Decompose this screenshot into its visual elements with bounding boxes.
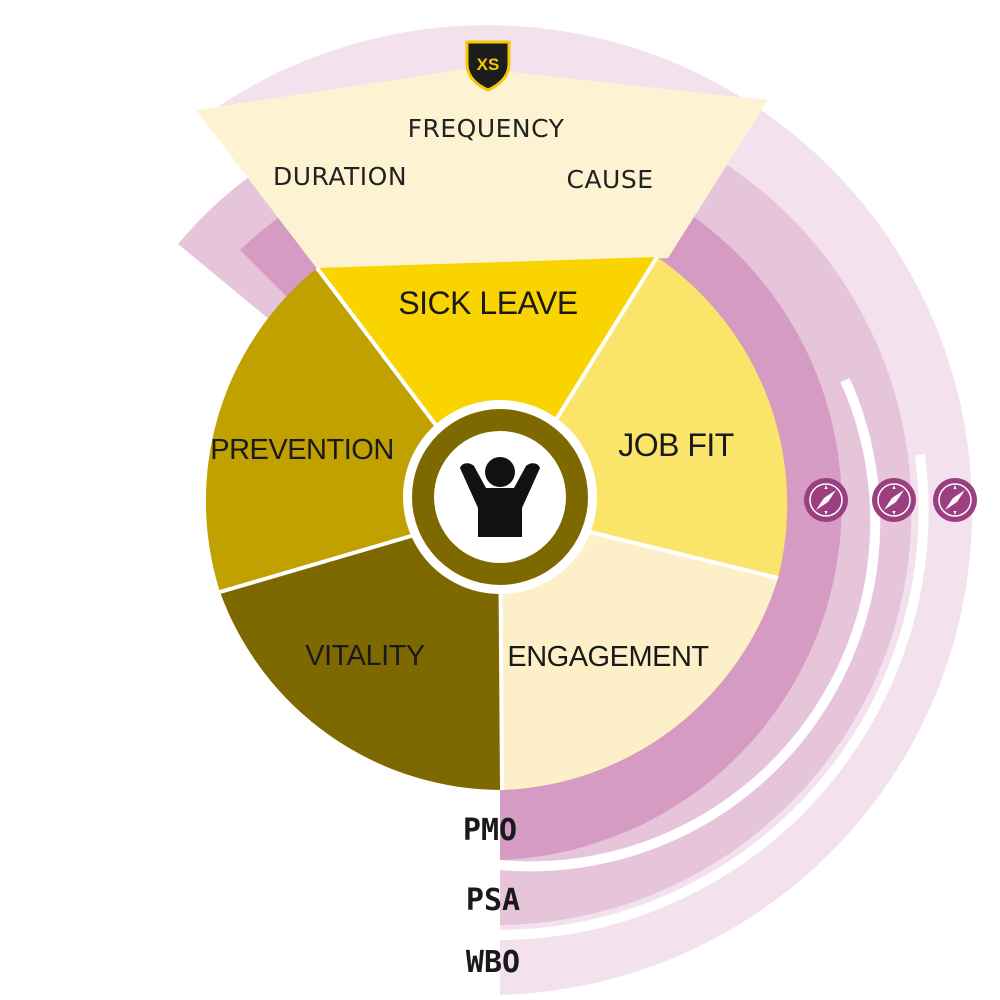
ring-psa-wbo-divider [499, 454, 929, 940]
compass-icon [933, 478, 977, 522]
compass-icon [804, 478, 848, 522]
label-pmo: PMO [463, 813, 517, 848]
label-sick-leave: SICK LEAVE [398, 285, 577, 321]
label-frequency: FREQUENCY [408, 114, 565, 143]
label-vitality: VITALITY [305, 640, 425, 672]
label-job-fit: JOB FIT [618, 427, 734, 463]
badge-text: XS [477, 55, 500, 74]
label-wbo: WBO [466, 945, 520, 980]
label-duration: DURATION [273, 162, 407, 191]
label-psa: PSA [466, 883, 520, 918]
label-engagement: ENGAGEMENT [507, 641, 709, 673]
segment-vitality [220, 510, 502, 790]
segment-sick-leave [317, 257, 657, 510]
xs-shield-icon: XS [465, 40, 511, 92]
segment-engagement [500, 510, 778, 790]
top-tab-wedge [196, 68, 768, 270]
label-prevention: PREVENTION [210, 434, 394, 466]
ring-pmo-psa-divider [148, 377, 881, 872]
compass-icon [872, 478, 916, 522]
label-cause: CAUSE [566, 165, 653, 194]
person-arms-raised-icon [460, 457, 540, 537]
